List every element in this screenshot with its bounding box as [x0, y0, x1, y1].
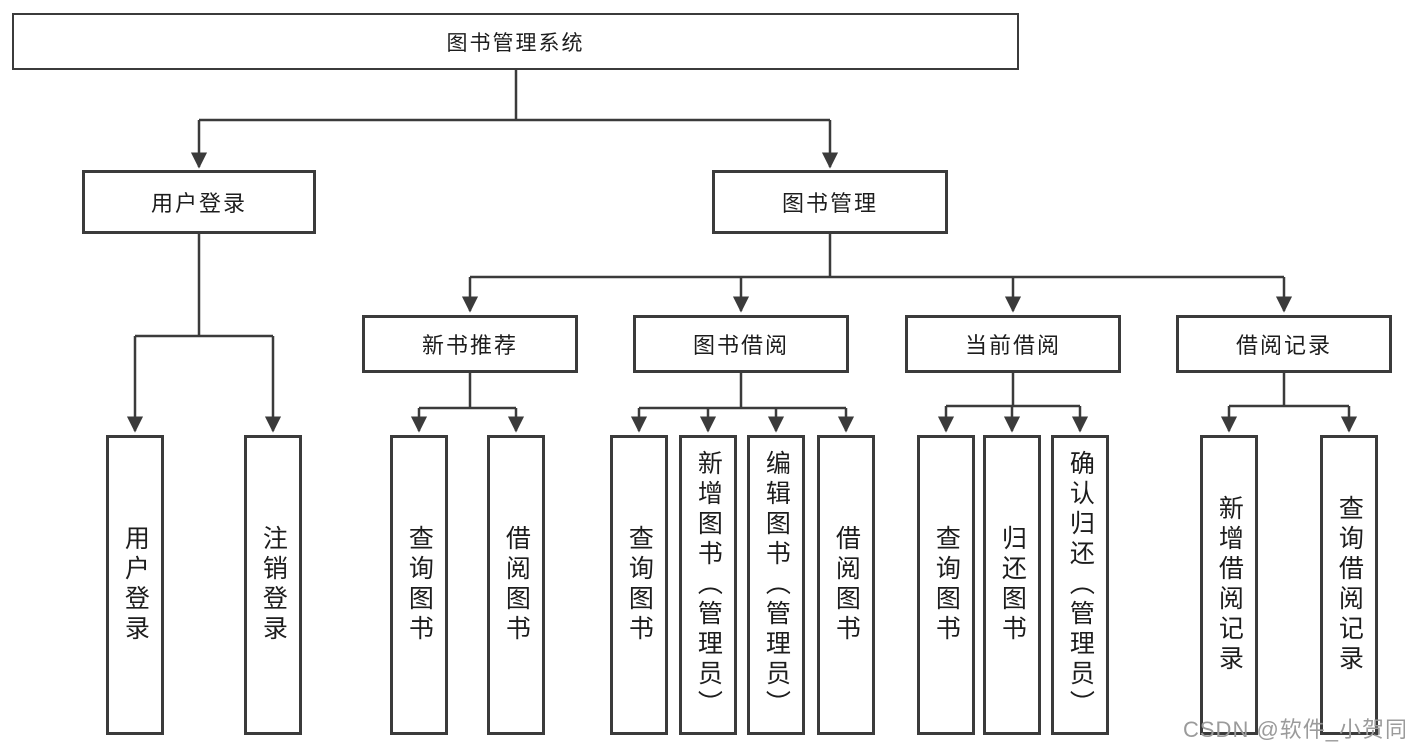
- node-borrow-records: 借阅记录: [1176, 315, 1392, 373]
- node-label: 归还图书: [998, 525, 1027, 645]
- node-label: 图书管理系统: [446, 31, 585, 55]
- node-label: 查询借阅记录: [1335, 495, 1364, 675]
- node-label: 编辑图书（管理员）: [762, 450, 791, 720]
- leaf-return-books: 归还图书: [983, 435, 1041, 735]
- node-label: 查询图书: [405, 525, 434, 645]
- leaf-add-books-admin: 新增图书（管理员）: [679, 435, 737, 735]
- leaf-borrow-books: 借阅图书: [817, 435, 875, 735]
- leaf-edit-books-admin: 编辑图书（管理员）: [747, 435, 805, 735]
- node-label: 新增图书（管理员）: [694, 450, 723, 720]
- node-label: 查询图书: [625, 525, 654, 645]
- leaf-borrow-query-books: 查询图书: [610, 435, 668, 735]
- node-label: 新增借阅记录: [1215, 495, 1244, 675]
- csdn-watermark: CSDN @软件_小贺同学: [1183, 717, 1405, 742]
- node-current-borrow: 当前借阅: [905, 315, 1121, 373]
- leaf-query-borrow-record: 查询借阅记录: [1320, 435, 1378, 735]
- node-new-book-recommend: 新书推荐: [362, 315, 578, 373]
- node-label: 图书借阅: [692, 333, 789, 358]
- node-user-login: 用户登录: [82, 170, 316, 234]
- node-label: 确认归还（管理员）: [1066, 450, 1095, 720]
- node-label: 用户登录: [150, 191, 247, 216]
- leaf-user-login: 用户登录: [106, 435, 164, 735]
- node-label: 图书管理: [781, 191, 878, 216]
- node-book-borrow: 图书借阅: [633, 315, 849, 373]
- node-label: 借阅图书: [502, 525, 531, 645]
- node-book-management: 图书管理: [712, 170, 948, 234]
- leaf-confirm-return-admin: 确认归还（管理员）: [1051, 435, 1109, 735]
- leaf-rec-borrow-books: 借阅图书: [487, 435, 545, 735]
- node-library-management-system: 图书管理系统: [12, 13, 1019, 70]
- node-label: 当前借阅: [964, 333, 1061, 358]
- node-label: 借阅记录: [1235, 333, 1332, 358]
- node-label: 用户登录: [121, 525, 150, 645]
- leaf-add-borrow-record: 新增借阅记录: [1200, 435, 1258, 735]
- node-label: 查询图书: [932, 525, 961, 645]
- leaf-current-query-books: 查询图书: [917, 435, 975, 735]
- leaf-logout: 注销登录: [244, 435, 302, 735]
- node-label: 新书推荐: [421, 333, 518, 358]
- leaf-rec-query-books: 查询图书: [390, 435, 448, 735]
- node-label: 注销登录: [259, 525, 288, 645]
- node-label: 借阅图书: [832, 525, 861, 645]
